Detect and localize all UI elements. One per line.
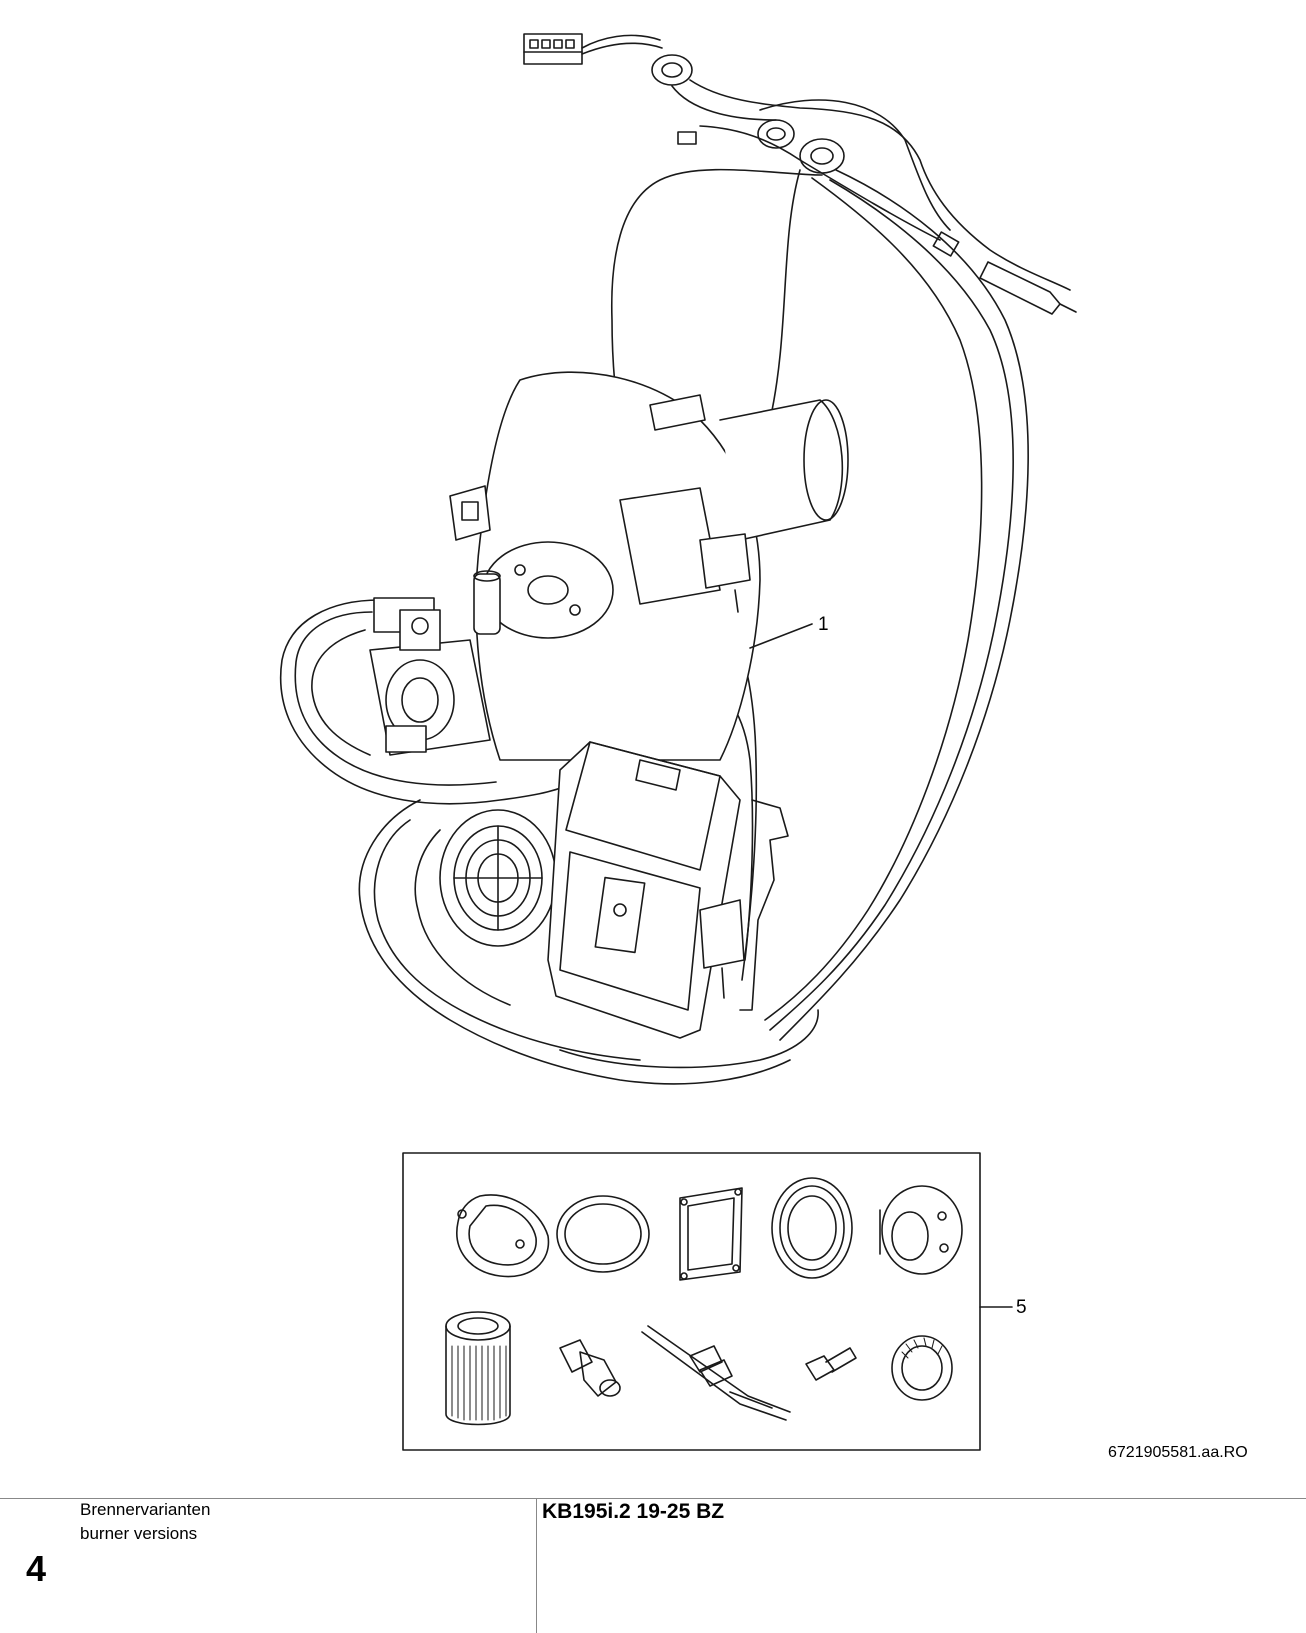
motor-icon [719,399,849,541]
section-title-de: Brennervarianten [80,1500,211,1519]
drawing-number: 6721905581.aa.RO [1108,1444,1248,1461]
burner-assembly [369,371,849,1039]
page-number: 4 [26,1548,47,1589]
grommet-icon [757,119,795,149]
sensor-plug-icon [932,231,1077,315]
grommet-icon [799,138,845,174]
cap-screw-icon [805,1347,857,1381]
harness-connector-icon [523,33,663,65]
flange-gasket-icon [456,1194,550,1278]
grommet-icon [651,54,693,86]
ignition-transformer-icon [619,487,751,613]
callout-item-5: 5 [1016,1297,1027,1318]
footer-rule [0,1498,1306,1499]
section-title-en: burner versions [80,1524,198,1543]
o-ring-icon [556,1195,650,1273]
oil-nozzle-icon [559,1339,621,1397]
fan-guard-icon [439,809,557,947]
model-title: KB195i.2 19-25 BZ [542,1500,725,1523]
shaft-seal-icon [771,1177,853,1279]
gear-ring-icon [891,1335,953,1401]
coupling-disc-icon [879,1185,963,1275]
oil-filter-icon [445,1311,511,1426]
cover-gasket-icon [679,1187,743,1281]
footer-divider [536,1498,537,1633]
control-unit-icon [547,741,745,1039]
spare-parts-kit-frame [402,1152,981,1451]
leader-line-1 [749,623,813,649]
exploded-parts-drawing [279,33,1077,1451]
ignition-electrodes-icon [641,1325,791,1421]
oil-pump-icon [369,597,491,756]
callout-item-1: 1 [818,614,829,635]
